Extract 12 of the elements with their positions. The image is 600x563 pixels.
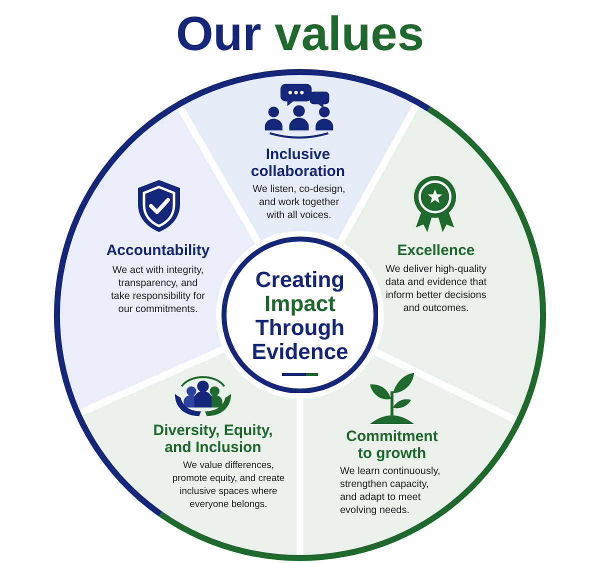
page-title: Our values — [174, 8, 426, 62]
value-description: We learn continuously, strengthen capacity, and adapt to meet evolving needs. — [340, 465, 442, 517]
value-description: We act with integrity, transparency, and take responsibility for our commitments. — [110, 264, 206, 316]
value-heading: Accountability — [105, 242, 211, 259]
value-heading: Inclusive collaboration — [250, 146, 346, 180]
value-heading: Excellence — [396, 242, 476, 259]
value-description: We value differences, promote equity, and create inclusive spaces where everyone belongs. — [172, 459, 285, 511]
value-heading: Diversity, Equity, and Inclusion — [152, 422, 274, 456]
value-description: We listen, co-design, and work together with all voices. — [252, 183, 346, 222]
value-heading: Commitment to growth — [345, 428, 439, 462]
value-description: We deliver high-quality data and evidence that inform better decisions and outcomes. — [384, 263, 488, 315]
center-title: Creating Impact Through Evidence — [250, 268, 350, 364]
